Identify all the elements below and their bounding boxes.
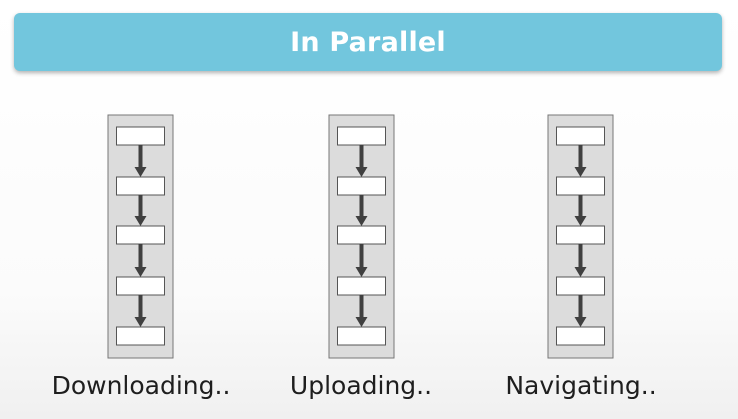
down-arrow-icon	[355, 244, 368, 277]
step-box	[116, 176, 165, 196]
step-box	[116, 126, 165, 146]
down-arrow-icon	[574, 195, 587, 226]
step-box	[116, 326, 165, 346]
column-label-uploading: Uploading..	[289, 371, 433, 400]
down-arrow-icon	[134, 145, 147, 177]
down-arrow-icon	[134, 195, 147, 226]
down-arrow-icon	[134, 295, 147, 327]
down-arrow-icon	[574, 244, 587, 277]
down-arrow-icon	[574, 295, 587, 327]
step-box	[556, 176, 605, 196]
step-box	[556, 276, 605, 296]
down-arrow-icon	[355, 295, 368, 327]
step-box	[337, 225, 386, 245]
column-uploading	[328, 114, 395, 359]
down-arrow-icon	[574, 145, 587, 177]
step-box	[337, 176, 386, 196]
step-box	[337, 276, 386, 296]
banner-title: In Parallel	[290, 26, 446, 58]
step-box	[337, 326, 386, 346]
step-box	[337, 126, 386, 146]
column-label-downloading: Downloading..	[51, 371, 231, 400]
column-navigating	[547, 114, 614, 359]
step-box	[116, 225, 165, 245]
step-box	[556, 326, 605, 346]
title-banner: In Parallel	[14, 13, 722, 71]
step-box	[556, 225, 605, 245]
step-box	[116, 276, 165, 296]
column-downloading	[107, 114, 174, 359]
step-box	[556, 126, 605, 146]
down-arrow-icon	[355, 145, 368, 177]
down-arrow-icon	[134, 244, 147, 277]
column-label-navigating: Navigating..	[505, 371, 657, 400]
down-arrow-icon	[355, 195, 368, 226]
